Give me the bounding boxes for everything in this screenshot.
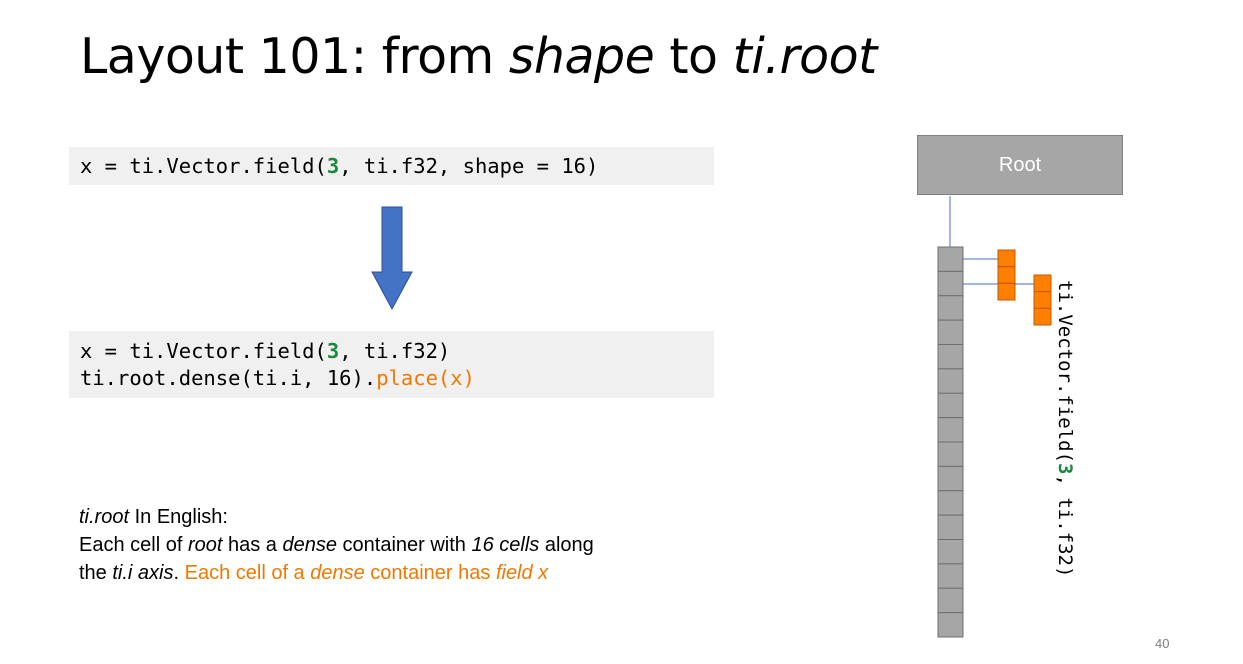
- title-shape: shape: [508, 28, 655, 85]
- label-text: , ti.f32): [1054, 474, 1076, 578]
- code-after: x = ti.Vector.field(3, ti.f32) ti.root.d…: [69, 331, 714, 398]
- text-highlight-italic: field x: [495, 562, 549, 584]
- code-highlight: place(x): [376, 366, 475, 390]
- explanation-line-3: the ti.i axis. Each cell of a dense cont…: [79, 559, 699, 587]
- text: the: [79, 562, 113, 584]
- text-highlight: container has: [364, 562, 496, 584]
- code-text: x = ti.Vector.field(: [80, 154, 327, 178]
- vector-component: [997, 249, 1016, 268]
- text: .: [173, 562, 185, 584]
- vector-component: [997, 266, 1016, 284]
- dense-cell: [937, 295, 964, 321]
- explanation-line-1: ti.root In English:: [79, 503, 699, 531]
- dense-cell: [937, 417, 964, 443]
- explanation-text: ti.root In English: Each cell of root ha…: [79, 503, 699, 587]
- label-text: ti.Vector.field(: [1054, 280, 1076, 464]
- vector-component: [1033, 307, 1052, 326]
- text-highlight-italic: dense: [310, 562, 365, 584]
- text: has a: [222, 534, 283, 556]
- text: container with: [336, 534, 472, 556]
- code-text: , ti.f32, shape = 16): [339, 154, 599, 178]
- down-arrow-icon: [371, 206, 413, 310]
- dense-cell: [937, 392, 964, 419]
- vector-field-label: ti.Vector.field(3, ti.f32): [1054, 280, 1076, 577]
- dense-cell: [937, 441, 964, 467]
- dense-cell: [937, 319, 964, 345]
- dense-cell: [937, 539, 964, 565]
- text-italic: ti.root: [79, 506, 130, 528]
- explanation-line-2: Each cell of root has a dense container …: [79, 531, 699, 559]
- dense-cell: [937, 465, 964, 492]
- text-italic: root: [187, 534, 223, 556]
- code-text: , ti.f32): [339, 339, 451, 363]
- dense-cell: [937, 246, 964, 272]
- dense-cell: [937, 587, 964, 614]
- text-italic: dense: [282, 534, 337, 556]
- title-ti-root: ti.root: [732, 28, 878, 85]
- text-italic: ti.i axis: [112, 562, 174, 584]
- dense-cell: [937, 612, 964, 638]
- dense-cell: [937, 563, 964, 589]
- text-highlight: Each cell of a: [184, 562, 311, 584]
- page-number: 40: [1155, 636, 1170, 651]
- vector-component: [997, 282, 1016, 301]
- code-before: x = ti.Vector.field(3, ti.f32, shape = 1…: [69, 147, 714, 185]
- slide-title: Layout 101: from shape to ti.root: [80, 28, 877, 85]
- title-middle: to: [654, 28, 733, 85]
- text-italic: 16 cells: [471, 534, 540, 556]
- root-label: Root: [998, 153, 1042, 176]
- label-number: 3: [1054, 463, 1076, 475]
- dense-cell: [937, 490, 964, 516]
- dense-cell: [937, 270, 964, 297]
- title-prefix: Layout 101: from: [80, 28, 509, 85]
- text: In English:: [129, 506, 228, 528]
- code-number: 3: [326, 154, 340, 178]
- text: along: [539, 534, 594, 556]
- dense-cell: [937, 344, 964, 370]
- code-text: ti.root.dense(ti.i, 16).: [80, 366, 377, 390]
- vector-component: [1033, 274, 1052, 293]
- root-node: Root: [917, 135, 1123, 195]
- text: Each cell of: [79, 534, 188, 556]
- dense-cell: [937, 368, 964, 394]
- code-number: 3: [326, 339, 340, 363]
- dense-cell: [937, 514, 964, 540]
- code-text: x = ti.Vector.field(: [80, 339, 327, 363]
- vector-component: [1033, 291, 1052, 309]
